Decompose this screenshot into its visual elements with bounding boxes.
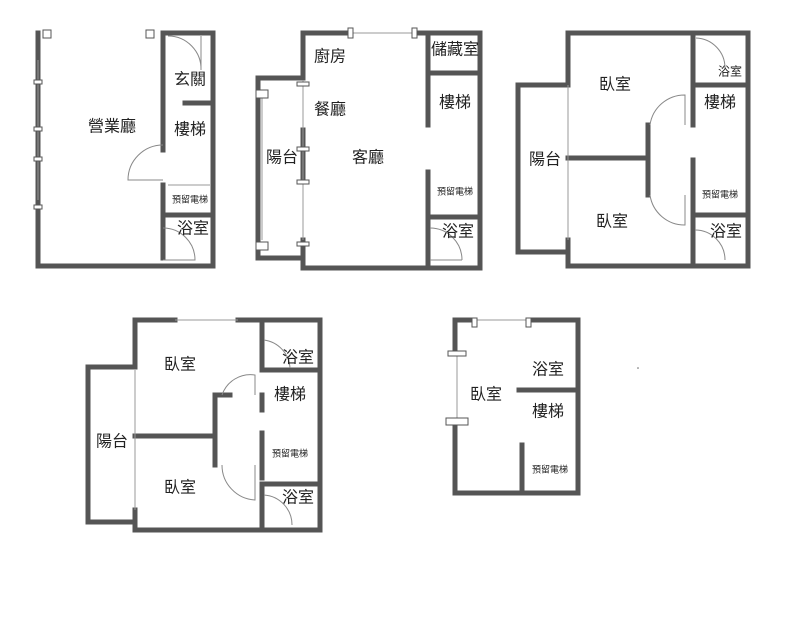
room-label: 樓梯: [704, 93, 736, 112]
room-label: 預留電梯: [172, 194, 208, 206]
room-label: 樓梯: [174, 120, 206, 139]
room-label: 餐廳: [314, 100, 346, 119]
floor-plan-1: 營業廳 玄關 樓梯 預留電梯 浴室: [33, 29, 216, 269]
room-label: 浴室: [282, 488, 314, 507]
room-label: 樓梯: [439, 93, 471, 112]
floor-plan-2: 廚房 儲藏室 餐廳 樓梯 陽台 客廳 預留電梯 浴室: [255, 27, 483, 271]
room-label: 浴室: [442, 222, 474, 241]
room-label: 浴室: [710, 222, 742, 241]
room-label: 臥室: [470, 385, 502, 404]
room-label: 臥室: [596, 212, 628, 231]
room-label: 陽台: [529, 150, 561, 169]
room-label: 預留電梯: [437, 186, 473, 198]
room-label: 儲藏室: [431, 40, 479, 59]
room-label: 樓梯: [274, 385, 306, 404]
room-label: 玄關: [174, 70, 206, 89]
room-label: 樓梯: [532, 402, 564, 421]
room-label: 廚房: [314, 47, 346, 66]
room-label: 臥室: [164, 355, 196, 374]
room-label: 陽台: [266, 148, 298, 167]
room-label: 浴室: [532, 360, 564, 379]
room-label: 臥室: [599, 75, 631, 94]
room-label: 預留電梯: [702, 189, 738, 201]
stray-dot: [637, 367, 639, 369]
room-label: 客廳: [352, 148, 384, 167]
room-label: 營業廳: [88, 117, 136, 136]
floor-plan-5: 浴室 臥室 樓梯 預留電梯: [445, 317, 581, 496]
room-label: 浴室: [177, 219, 209, 238]
room-label: 浴室: [718, 64, 742, 79]
room-label: 預留電梯: [272, 448, 308, 460]
floor-plan-3: 臥室 浴室 樓梯 陽台 預留電梯 臥室 浴室: [515, 30, 751, 269]
room-label: 臥室: [164, 478, 196, 497]
room-label: 陽台: [96, 432, 128, 451]
room-label: 預留電梯: [532, 464, 568, 476]
room-label: 浴室: [282, 348, 314, 367]
floor-plan-4: 臥室 浴室 樓梯 陽台 預留電梯 臥室 浴室: [85, 317, 323, 533]
